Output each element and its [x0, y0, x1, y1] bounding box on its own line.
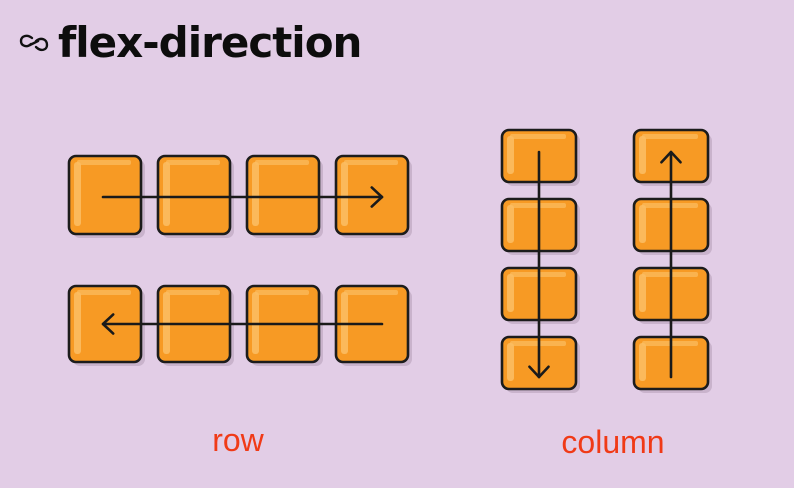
- column-reverse-box-1: [632, 128, 712, 186]
- row-arrow: [101, 186, 384, 208]
- row-reverse-box-4: [334, 284, 412, 366]
- column-reverse-box-3: [632, 266, 712, 324]
- column-label: column: [561, 424, 665, 460]
- column-reverse-arrow: [660, 150, 682, 379]
- row-reverse-box-3: [245, 284, 323, 366]
- column-box-4: [500, 335, 580, 393]
- row-label: row: [212, 422, 264, 458]
- column-box-2: [500, 197, 580, 255]
- column-box-3: [500, 266, 580, 324]
- column-box-1: [500, 128, 580, 186]
- row-reverse-box-2: [156, 284, 234, 366]
- link-icon[interactable]: [18, 29, 50, 57]
- row-box-2: [156, 154, 234, 238]
- header: flex-direction: [18, 18, 362, 67]
- column-reverse-box-4: [632, 335, 712, 393]
- page-title: flex-direction: [58, 18, 362, 67]
- row-box-4: [334, 154, 412, 238]
- row-box-3: [245, 154, 323, 238]
- column-arrow: [528, 150, 550, 379]
- column-reverse-box-2: [632, 197, 712, 255]
- row-reverse-arrow: [101, 313, 384, 335]
- row-box-1: [67, 154, 145, 238]
